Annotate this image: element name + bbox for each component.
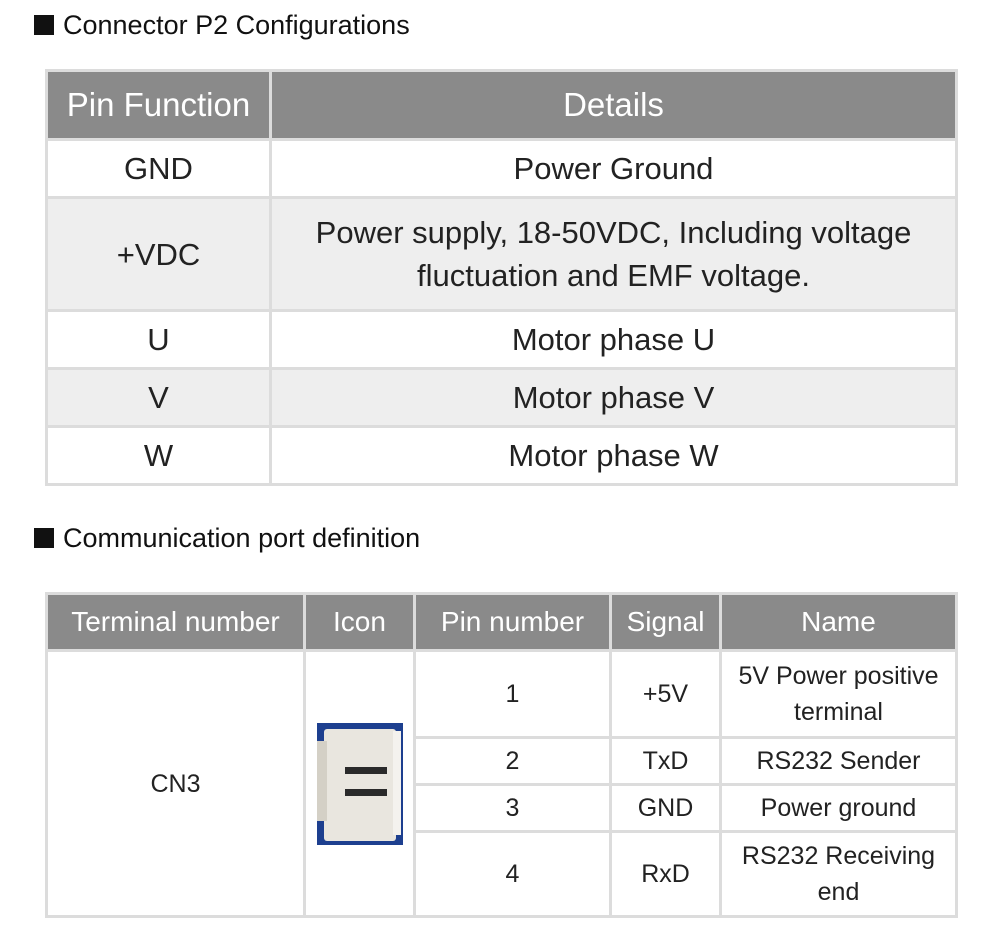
- header-name: Name: [719, 592, 958, 652]
- signal-cell: GND: [609, 783, 722, 833]
- table-row: V Motor phase V: [45, 367, 958, 428]
- table-row: 3 GND Power ground: [47, 783, 958, 833]
- communication-port-table: Terminal number Icon Pin number Signal N…: [45, 592, 958, 918]
- name-cell: Power ground: [719, 783, 958, 833]
- name-line: 5V Power positive: [738, 662, 939, 690]
- pin-cell: W: [45, 425, 272, 486]
- pin-cell: +VDC: [45, 196, 272, 312]
- header-icon: Icon: [303, 592, 416, 652]
- table-row: 2 TxD RS232 Sender: [47, 736, 958, 786]
- details-line: fluctuation and EMF voltage.: [417, 258, 810, 293]
- section-heading-connector-p2: Connector P2 Configurations: [34, 6, 410, 44]
- details-cell: Motor phase W: [269, 425, 958, 486]
- section-heading-text: Communication port definition: [63, 522, 421, 553]
- pin-cell: U: [45, 309, 272, 370]
- pin-number-cell: 2: [413, 736, 612, 786]
- terminal-cell: CN3: [45, 649, 306, 918]
- pin-function-table: Pin Function Details GND Power Ground +V…: [45, 69, 958, 486]
- icon-cell: [303, 649, 416, 918]
- details-cell: Motor phase V: [269, 367, 958, 428]
- table-row: 4 RxD RS232 Receiving end: [47, 830, 958, 918]
- name-cell: RS232 Sender: [719, 736, 958, 786]
- name-line: RS232 Receiving: [741, 842, 936, 870]
- square-bullet-icon: [34, 15, 54, 35]
- pin-number-cell: 3: [413, 783, 612, 833]
- table-row: W Motor phase W: [45, 425, 958, 486]
- table-row: CN3 1 +5V 5V Power positive terminal: [45, 649, 958, 918]
- table-row: GND Power Ground: [45, 138, 958, 199]
- header-details: Details: [269, 69, 958, 141]
- header-terminal-number: Terminal number: [45, 592, 306, 652]
- section-heading-text: Connector P2 Configurations: [63, 9, 410, 40]
- pin-cell: V: [45, 367, 272, 428]
- pin-cell: GND: [45, 138, 272, 199]
- signal-cell: TxD: [609, 736, 722, 786]
- square-bullet-icon: [34, 528, 54, 548]
- header-signal: Signal: [609, 592, 722, 652]
- table-row: U Motor phase U: [45, 309, 958, 370]
- details-cell: Motor phase U: [269, 309, 958, 370]
- header-pin-function: Pin Function: [45, 69, 272, 141]
- details-cell: Power Ground: [269, 138, 958, 199]
- details-cell: Power supply, 18-50VDC, Including voltag…: [269, 196, 958, 312]
- details-line: Power supply, 18-50VDC, Including voltag…: [315, 215, 912, 250]
- header-pin-number: Pin number: [413, 592, 612, 652]
- name-line: terminal: [794, 698, 883, 726]
- pin-number-cell: 1: [413, 649, 612, 739]
- signal-cell: RxD: [609, 830, 722, 918]
- table-row: +VDC Power supply, 18-50VDC, Including v…: [45, 196, 958, 312]
- name-cell: 5V Power positive terminal: [719, 649, 958, 739]
- name-line: end: [817, 878, 860, 906]
- section-heading-communication-port: Communication port definition: [34, 519, 420, 557]
- signal-cell: +5V: [609, 649, 722, 739]
- name-cell: RS232 Receiving end: [719, 830, 958, 918]
- pin-number-cell: 4: [413, 830, 612, 918]
- connector-photo-icon: [316, 722, 403, 845]
